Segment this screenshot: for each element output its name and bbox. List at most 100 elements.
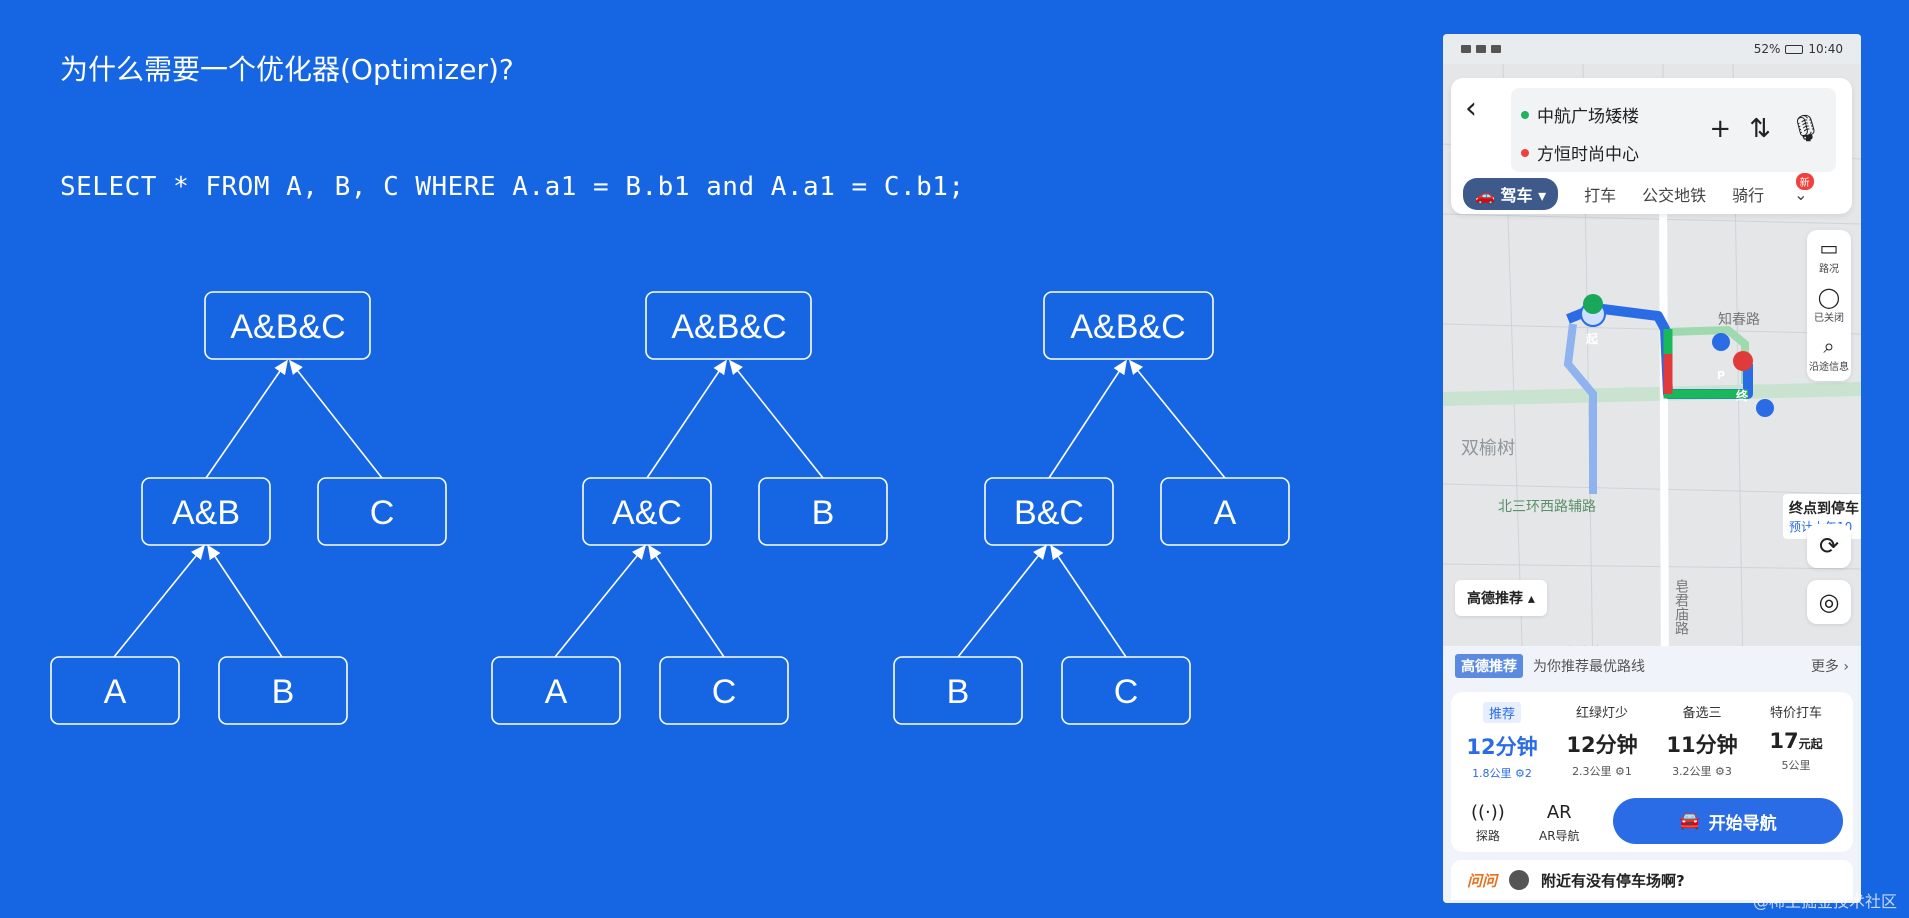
route-option-1[interactable]: 推荐 12分钟 1.8公里 ⚙2 — [1457, 702, 1547, 781]
recommend-tag: 高德推荐 — [1455, 654, 1523, 678]
tree1-leaf-right-node: B — [218, 656, 348, 725]
start-dot-icon — [1521, 110, 1529, 119]
battery-icon — [1785, 44, 1804, 54]
map-label-zaojun: 皂君庙路 — [1673, 579, 1689, 635]
wifi-icon — [1476, 45, 1486, 53]
ar-label: AR导航 — [1539, 829, 1580, 843]
route-option-taxi[interactable]: 特价打车 17元起 5公里 — [1751, 702, 1841, 773]
tree1-mid-right-node: C — [317, 477, 447, 546]
tree1-root-node: A&B&C — [204, 291, 371, 360]
locate-icon[interactable]: ◎ — [1807, 580, 1851, 624]
route-label: 推荐 — [1482, 702, 1521, 723]
back-icon[interactable]: ‹ — [1465, 91, 1477, 126]
map-label-zhichun: 知春路 — [1718, 312, 1760, 328]
tree2-mid-right-label: B — [812, 494, 835, 532]
mode-drive[interactable]: 🚗 驾车 ▾ — [1463, 178, 1559, 210]
route-options-card: 推荐 12分钟 1.8公里 ⚙2 红绿灯少 12分钟 2.3公里 ⚙1 备选三 … — [1451, 692, 1853, 852]
sql-query: SELECT * FROM A, B, C WHERE A.a1 = B.b1 … — [60, 172, 965, 202]
recommend-header: 高德推荐 为你推荐最优路线 更多 › — [1455, 654, 1849, 678]
probe-tool[interactable]: ((·)) 探路 — [1471, 802, 1505, 844]
probe-label: 探路 — [1475, 829, 1500, 843]
route-card: ‹ 中航广场矮楼 方恒时尚中心 + ⇅ 🎙 🚗 驾车 ▾ 打车 公交地铁 骑行 … — [1451, 78, 1852, 214]
notification-icon — [1491, 45, 1501, 53]
route-option-2[interactable]: 红绿灯少 12分钟 2.3公里 ⚙1 — [1557, 702, 1647, 779]
tree3-root-label: A&B&C — [1070, 308, 1185, 346]
status-left-icons — [1461, 45, 1501, 53]
map-label-shuangyushu: 双榆树 — [1461, 438, 1515, 459]
map-side-tools: ▭ 路况 ◯已关闭 ⌕沿途信息 — [1807, 230, 1851, 381]
along-route-tool[interactable]: ⌕沿途信息 — [1809, 336, 1849, 373]
tree2-root-label: A&B&C — [671, 308, 786, 346]
tree2-leaf-left-label: A — [545, 673, 568, 711]
ar-icon: AR — [1546, 802, 1572, 823]
slide-title: 为什么需要一个优化器(Optimizer)? — [60, 53, 514, 86]
probe-icon: ((·)) — [1471, 802, 1505, 823]
ask-tag: 问问 — [1467, 871, 1498, 890]
dest-label: 终点到停车 — [1789, 501, 1859, 517]
start-address-row[interactable]: 中航广场矮楼 — [1521, 102, 1639, 127]
mode-more-icon[interactable]: ⌄新 — [1794, 172, 1814, 204]
tree3-leaf-left-label: B — [947, 673, 970, 711]
new-badge: 新 — [1795, 172, 1814, 190]
tree1-leaf-left-label: A — [104, 673, 127, 711]
route-meta: 1.8公里 ⚙2 — [1472, 767, 1532, 780]
route-label: 备选三 — [1682, 706, 1722, 721]
end-address-row[interactable]: 方恒时尚中心 — [1521, 140, 1639, 165]
start-navigation-button[interactable]: 🚘 开始导航 — [1613, 798, 1843, 844]
tree2-mid-left-node: A&C — [582, 477, 712, 546]
tree2-leaf-left-node: A — [491, 656, 621, 725]
signal-icon — [1461, 45, 1471, 53]
tree3-mid-left-label: B&C — [1014, 494, 1084, 532]
route-time: 12分钟 — [1466, 735, 1538, 759]
refresh-route-icon[interactable]: ⟳ — [1807, 524, 1851, 568]
tree2-leaf-right-node: C — [659, 656, 789, 725]
end-dot-icon — [1521, 148, 1529, 157]
start-address: 中航广场矮楼 — [1537, 107, 1639, 127]
tree1-mid-left-label: A&B — [172, 494, 240, 532]
start-nav-label: 开始导航 — [1708, 813, 1777, 834]
travel-mode-row: 🚗 驾车 ▾ 打车 公交地铁 骑行 ⌄新 — [1463, 172, 1843, 210]
tree2-root-node: A&B&C — [645, 291, 812, 360]
tree1-leaf-left-node: A — [50, 656, 180, 725]
tree3-leaf-right-node: C — [1061, 656, 1191, 725]
tree2-leaf-right-label: C — [712, 673, 737, 711]
traffic-tool[interactable]: ▭ 路况 — [1819, 238, 1839, 275]
traffic-icon: ▭ — [1819, 236, 1839, 260]
map-label-beisanhuan: 北三环西路辅路 — [1498, 499, 1596, 515]
battery-level: 52% — [1753, 42, 1781, 56]
tree2-mid-right-node: B — [758, 477, 888, 546]
swap-icon[interactable]: ⇅ — [1749, 114, 1771, 144]
join-tree-1: A&B&C A&B C A B — [50, 291, 447, 725]
route-meta: 5公里 — [1781, 759, 1811, 772]
ar-nav-tool[interactable]: AR AR导航 — [1539, 802, 1580, 844]
tree3-mid-left-node: B&C — [984, 477, 1114, 546]
ask-bar[interactable]: 问问 附近有没有停车场啊? — [1451, 860, 1853, 900]
recommend-subtitle: 为你推荐最优路线 — [1533, 659, 1645, 675]
recommend-chip[interactable]: 高德推荐 ▴ — [1455, 580, 1547, 616]
restriction-tool[interactable]: ◯已关闭 — [1814, 287, 1844, 324]
mode-transit[interactable]: 公交地铁 — [1642, 186, 1707, 205]
add-waypoint-icon[interactable]: + — [1709, 114, 1732, 144]
traffic-label: 路况 — [1819, 264, 1839, 275]
route-option-3[interactable]: 备选三 11分钟 3.2公里 ⚙3 — [1657, 702, 1747, 779]
route-time: 12分钟 — [1566, 733, 1638, 757]
tree1-leaf-right-label: B — [272, 673, 295, 711]
join-tree-2: A&B&C A&C B A C — [491, 291, 888, 725]
start-marker: 起 — [1586, 332, 1599, 346]
join-tree-3: A&B&C B&C A B C — [893, 291, 1290, 725]
route-time: 11分钟 — [1666, 733, 1738, 757]
route-sheet: 高德推荐 为你推荐最优路线 更多 › 推荐 12分钟 1.8公里 ⚙2 红绿灯少… — [1443, 646, 1861, 903]
microphone-icon[interactable]: 🎙 — [1788, 114, 1822, 144]
route-label: 特价打车 — [1769, 706, 1822, 721]
tree3-leaf-right-label: C — [1114, 673, 1139, 711]
route-price: 17元起 — [1769, 729, 1823, 753]
more-link[interactable]: 更多 › — [1810, 659, 1849, 675]
tree3-mid-right-node: A — [1160, 477, 1290, 546]
route-meta: 2.3公里 ⚙1 — [1572, 765, 1632, 778]
mode-taxi[interactable]: 打车 — [1584, 186, 1617, 205]
address-actions: + ⇅ 🎙 — [1709, 114, 1822, 144]
mode-bike[interactable]: 骑行 — [1732, 186, 1765, 205]
address-box: 中航广场矮楼 方恒时尚中心 + ⇅ 🎙 — [1511, 88, 1836, 172]
tree1-mid-right-label: C — [370, 494, 395, 532]
